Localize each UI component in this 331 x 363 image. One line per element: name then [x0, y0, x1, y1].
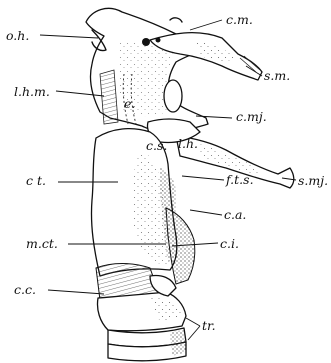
label-tr: tr. [202, 318, 216, 333]
hyoid-foramen [164, 80, 182, 112]
label-mct: m.ct. [26, 236, 58, 251]
arytenoid-area [166, 208, 195, 284]
label-ca: c.a. [224, 207, 246, 222]
label-cc: c.c. [14, 282, 36, 297]
label-lhm: l.h.m. [14, 84, 50, 99]
label-smj: s.mj. [298, 173, 328, 188]
label-e: e. [124, 96, 135, 111]
label-oh: o.h. [6, 28, 29, 43]
trachea [108, 328, 186, 361]
label-sm: s.m. [264, 68, 290, 83]
label-ci: c.i. [220, 236, 239, 251]
label-cm: c.m. [226, 12, 253, 27]
label-cs: c.s. [146, 138, 167, 153]
label-lh: l.h. [178, 136, 198, 151]
label-fts: f.t.s. [225, 172, 254, 187]
label-ct: c t. [26, 173, 46, 188]
label-cmj: c.mj. [236, 109, 267, 124]
